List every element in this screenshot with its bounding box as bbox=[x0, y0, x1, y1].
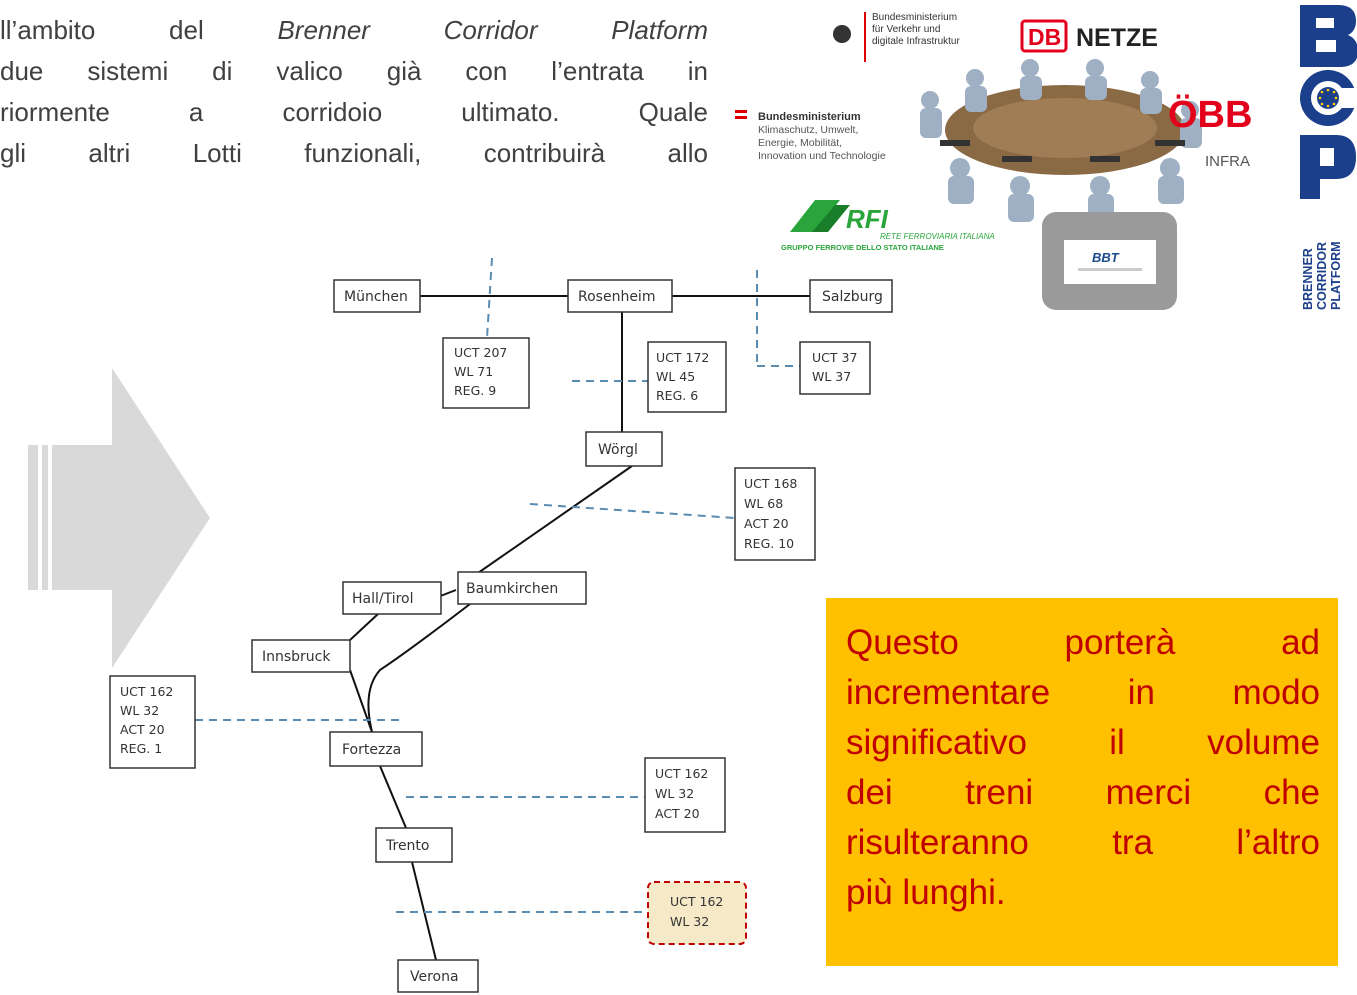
svg-text:Hall/Tirol: Hall/Tirol bbox=[352, 591, 414, 607]
svg-text:ACT 20: ACT 20 bbox=[744, 516, 789, 531]
svg-text:Bundesministerium: Bundesministerium bbox=[872, 12, 957, 23]
svg-text:UCT 168: UCT 168 bbox=[744, 476, 797, 491]
intro-italic: Brenner Corridor Platform bbox=[277, 15, 709, 45]
svg-text:RFI: RFI bbox=[846, 204, 889, 234]
svg-text:Bundesministerium: Bundesministerium bbox=[758, 111, 861, 123]
svg-text:BRENNER: BRENNER bbox=[1301, 248, 1315, 310]
svg-text:CORRIDOR: CORRIDOR bbox=[1315, 242, 1329, 310]
callout-line-4: dei treni merci che bbox=[846, 773, 1320, 812]
right-arrow-icon bbox=[28, 368, 210, 668]
bmk-logo: Bundesministerium Klimaschutz, Umwelt, E… bbox=[735, 110, 886, 162]
station-verona: Verona bbox=[397, 959, 479, 993]
svg-text:WL 32: WL 32 bbox=[670, 914, 709, 929]
svg-text:BBT: BBT bbox=[1092, 250, 1120, 265]
svg-text:WL 32: WL 32 bbox=[655, 786, 694, 801]
svg-text:REG. 10: REG. 10 bbox=[744, 536, 794, 551]
svg-text:München: München bbox=[344, 289, 408, 305]
station-innsbruck: Innsbruck bbox=[251, 639, 351, 673]
svg-text:REG. 9: REG. 9 bbox=[454, 383, 496, 398]
callout-line-3: significativo il volume bbox=[846, 723, 1320, 762]
svg-text:RETE FERROVIARIA ITALIANA: RETE FERROVIARIA ITALIANA bbox=[880, 232, 995, 241]
svg-text:WL 37: WL 37 bbox=[812, 369, 851, 384]
intro-line-3: riormente a corridoio ultimato. Quale bbox=[0, 97, 708, 127]
callout-line-2: incrementare in modo bbox=[846, 673, 1320, 712]
svg-text:UCT 172: UCT 172 bbox=[656, 350, 709, 365]
svg-text:Klimaschutz, Umwelt,: Klimaschutz, Umwelt, bbox=[758, 124, 858, 136]
svg-text:Energie, Mobilität,: Energie, Mobilität, bbox=[758, 137, 842, 149]
bcp-logo: BRENNER CORRIDOR PLATFORM bbox=[1300, 5, 1357, 310]
station-hall-tirol: Hall/Tirol bbox=[342, 581, 442, 615]
station-muenchen: München bbox=[333, 279, 421, 313]
svg-text:ACT 20: ACT 20 bbox=[120, 722, 165, 737]
svg-text:UCT 207: UCT 207 bbox=[454, 345, 507, 360]
svg-text:REG. 1: REG. 1 bbox=[120, 741, 162, 756]
svg-text:Salzburg: Salzburg bbox=[822, 289, 883, 305]
callout-line-1: Questo porterà ad bbox=[846, 623, 1320, 662]
info-box-uct162-verona: UCT 162 WL 32 bbox=[647, 881, 747, 945]
svg-text:PLATFORM: PLATFORM bbox=[1329, 241, 1343, 310]
svg-text:UCT 37: UCT 37 bbox=[812, 350, 857, 365]
svg-text:für Verkehr und: für Verkehr und bbox=[872, 24, 940, 35]
svg-text:DB: DB bbox=[1028, 24, 1061, 50]
svg-text:ACT 20: ACT 20 bbox=[655, 806, 700, 821]
info-box-uct207: UCT 207 WL 71 REG. 9 bbox=[442, 337, 530, 409]
rfi-logo: RFI RETE FERROVIARIA ITALIANA GRUPPO FER… bbox=[781, 200, 995, 252]
callout-box: Questo porterà ad incrementare in modo s… bbox=[826, 598, 1338, 966]
svg-text:Innovation und Technologie: Innovation und Technologie bbox=[758, 150, 886, 162]
svg-text:GRUPPO FERROVIE DELLO STATO IT: GRUPPO FERROVIE DELLO STATO ITALIANE bbox=[781, 243, 944, 252]
svg-text:ÖBB: ÖBB bbox=[1168, 93, 1252, 136]
svg-text:UCT 162: UCT 162 bbox=[655, 766, 708, 781]
meeting-table-illustration bbox=[920, 59, 1202, 222]
svg-text:REG. 6: REG. 6 bbox=[656, 388, 698, 403]
station-trento: Trento bbox=[375, 827, 453, 863]
obb-infra-logo: ÖBB INFRA bbox=[1168, 93, 1252, 170]
station-rosenheim: Rosenheim bbox=[567, 279, 673, 313]
svg-text:INFRA: INFRA bbox=[1205, 153, 1250, 170]
callout-line-5: risulteranno tra l’altro bbox=[846, 823, 1320, 862]
callout-line-6: più lunghi. bbox=[846, 873, 1006, 912]
svg-text:NETZE: NETZE bbox=[1076, 24, 1158, 52]
svg-text:WL 45: WL 45 bbox=[656, 369, 695, 384]
station-fortezza: Fortezza bbox=[329, 731, 423, 767]
station-baumkirchen: Baumkirchen bbox=[457, 571, 587, 605]
svg-text:WL 68: WL 68 bbox=[744, 496, 783, 511]
svg-text:Verona: Verona bbox=[410, 969, 459, 985]
station-salzburg: Salzburg bbox=[809, 279, 893, 313]
info-box-uct162-trento: UCT 162 WL 32 ACT 20 bbox=[644, 757, 726, 833]
svg-text:Wörgl: Wörgl bbox=[598, 442, 638, 458]
info-box-uct172: UCT 172 WL 45 REG. 6 bbox=[647, 341, 727, 413]
svg-text:Fortezza: Fortezza bbox=[342, 742, 401, 758]
station-woergl: Wörgl bbox=[585, 431, 663, 467]
info-box-uct37: UCT 37 WL 37 bbox=[799, 341, 871, 395]
svg-text:UCT 162: UCT 162 bbox=[120, 684, 173, 699]
intro-line-2: due sistemi di valico già con l’entrata … bbox=[0, 56, 708, 86]
bbt-logo: BBT bbox=[1042, 212, 1177, 310]
svg-text:Trento: Trento bbox=[385, 838, 429, 854]
db-netze-logo: DB NETZE bbox=[1020, 19, 1158, 53]
svg-text:Rosenheim: Rosenheim bbox=[578, 289, 655, 305]
info-box-uct162-innsbruck: UCT 162 WL 32 ACT 20 REG. 1 bbox=[109, 675, 196, 769]
intro-line-4: gli altri Lotti funzionali, contribuirà … bbox=[0, 138, 708, 168]
info-box-uct168: UCT 168 WL 68 ACT 20 REG. 10 bbox=[734, 467, 816, 561]
svg-text:digitale Infrastruktur: digitale Infrastruktur bbox=[872, 36, 960, 47]
dashed-connectors bbox=[195, 257, 800, 913]
svg-text:UCT 162: UCT 162 bbox=[670, 894, 723, 909]
intro-line-1: ll’ambito del Brenner Corridor Platform bbox=[0, 15, 709, 45]
svg-text:WL 71: WL 71 bbox=[454, 364, 493, 379]
svg-text:WL 32: WL 32 bbox=[120, 703, 159, 718]
intro-paragraph: ll’ambito del Brenner Corridor Platform … bbox=[0, 10, 708, 174]
svg-text:Baumkirchen: Baumkirchen bbox=[466, 581, 558, 597]
bmdv-logo: Bundesministerium für Verkehr und digita… bbox=[833, 12, 960, 62]
svg-text:Innsbruck: Innsbruck bbox=[262, 649, 331, 665]
